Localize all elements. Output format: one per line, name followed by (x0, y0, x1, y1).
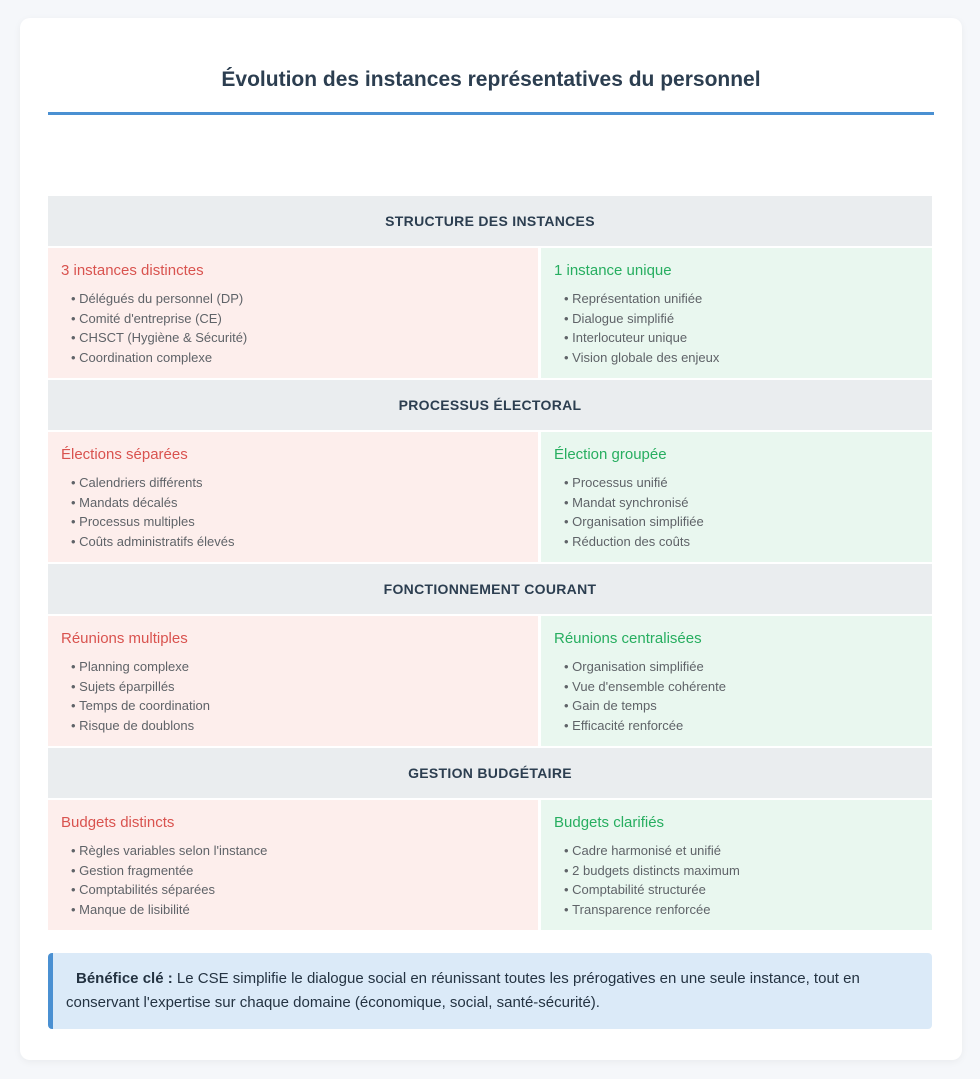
list-item: Processus unifié (564, 473, 920, 493)
cell-title: Budgets clarifiés (554, 814, 665, 831)
bullet-list: Règles variables selon l'instance Gestio… (61, 841, 526, 919)
list-item: Gestion fragmentée (71, 861, 526, 881)
cell-title: Réunions multiples (61, 630, 188, 647)
list-item: Gain de temps (564, 696, 920, 716)
cell-electoral-before: Élections séparées Calendriers différent… (48, 432, 538, 562)
list-item: Cadre harmonisé et unifié (564, 841, 920, 861)
callout-label: Bénéfice clé : (76, 970, 173, 987)
cell-fonctionnement-before: Réunions multiples Planning complexe Suj… (48, 616, 538, 746)
cell-title: 1 instance unique (554, 262, 672, 279)
list-item: Mandats décalés (71, 493, 526, 513)
list-item: Organisation simplifiée (564, 512, 920, 532)
cell-title: Budgets distincts (61, 814, 175, 831)
list-item: Mandat synchronisé (564, 493, 920, 513)
list-item: Calendriers différents (71, 473, 526, 493)
section-header-budget: GESTION BUDGÉTAIRE (48, 748, 932, 798)
comparison-table: STRUCTURE DES INSTANCES 3 instances dist… (48, 196, 934, 930)
list-item: 2 budgets distincts maximum (564, 861, 920, 881)
list-item: Vision globale des enjeux (564, 348, 920, 368)
list-item: Vue d'ensemble cohérente (564, 677, 920, 697)
list-item: Planning complexe (71, 657, 526, 677)
list-item: Temps de coordination (71, 696, 526, 716)
cell-structure-after: 1 instance unique Représentation unifiée… (541, 248, 932, 378)
section-header-electoral: PROCESSUS ÉLECTORAL (48, 380, 932, 430)
list-item: Interlocuteur unique (564, 328, 920, 348)
list-item: Processus multiples (71, 512, 526, 532)
list-item: Organisation simplifiée (564, 657, 920, 677)
list-item: Comité d'entreprise (CE) (71, 309, 526, 329)
cell-fonctionnement-after: Réunions centralisées Organisation simpl… (541, 616, 932, 746)
cell-title: 3 instances distinctes (61, 262, 204, 279)
cell-title: Élection groupée (554, 446, 667, 463)
cell-title: Élections séparées (61, 446, 188, 463)
section-header-structure: STRUCTURE DES INSTANCES (48, 196, 932, 246)
list-item: Coordination complexe (71, 348, 526, 368)
section-header-fonctionnement: FONCTIONNEMENT COURANT (48, 564, 932, 614)
cell-budget-before: Budgets distincts Règles variables selon… (48, 800, 538, 930)
bullet-list: Calendriers différents Mandats décalés P… (61, 473, 526, 551)
document-card: Évolution des instances représentatives … (20, 18, 962, 1060)
cell-budget-after: Budgets clarifiés Cadre harmonisé et uni… (541, 800, 932, 930)
bullet-list: Planning complexe Sujets éparpillés Temp… (61, 657, 526, 735)
callout-text: Le CSE simplifie le dialogue social en r… (66, 970, 860, 1011)
list-item: Sujets éparpillés (71, 677, 526, 697)
page-title: Évolution des instances représentatives … (221, 68, 761, 91)
list-item: Manque de lisibilité (71, 900, 526, 920)
bullet-list: Délégués du personnel (DP) Comité d'entr… (61, 289, 526, 367)
list-item: Réduction des coûts (564, 532, 920, 552)
list-item: Règles variables selon l'instance (71, 841, 526, 861)
bullet-list: Représentation unifiée Dialogue simplifi… (554, 289, 920, 367)
cell-structure-before: 3 instances distinctes Délégués du perso… (48, 248, 538, 378)
list-item: Délégués du personnel (DP) (71, 289, 526, 309)
bullet-list: Cadre harmonisé et unifié 2 budgets dist… (554, 841, 920, 919)
list-item: Efficacité renforcée (564, 716, 920, 736)
key-benefit-callout: Bénéfice clé : Le CSE simplifie le dialo… (48, 953, 932, 1029)
list-item: CHSCT (Hygiène & Sécurité) (71, 328, 526, 348)
list-item: Transparence renforcée (564, 900, 920, 920)
cell-title: Réunions centralisées (554, 630, 702, 647)
bullet-list: Organisation simplifiée Vue d'ensemble c… (554, 657, 920, 735)
bullet-list: Processus unifié Mandat synchronisé Orga… (554, 473, 920, 551)
list-item: Représentation unifiée (564, 289, 920, 309)
list-item: Coûts administratifs élevés (71, 532, 526, 552)
list-item: Risque de doublons (71, 716, 526, 736)
list-item: Comptabilités séparées (71, 880, 526, 900)
list-item: Comptabilité structurée (564, 880, 920, 900)
list-item: Dialogue simplifié (564, 309, 920, 329)
title-underline (48, 112, 934, 115)
cell-electoral-after: Élection groupée Processus unifié Mandat… (541, 432, 932, 562)
